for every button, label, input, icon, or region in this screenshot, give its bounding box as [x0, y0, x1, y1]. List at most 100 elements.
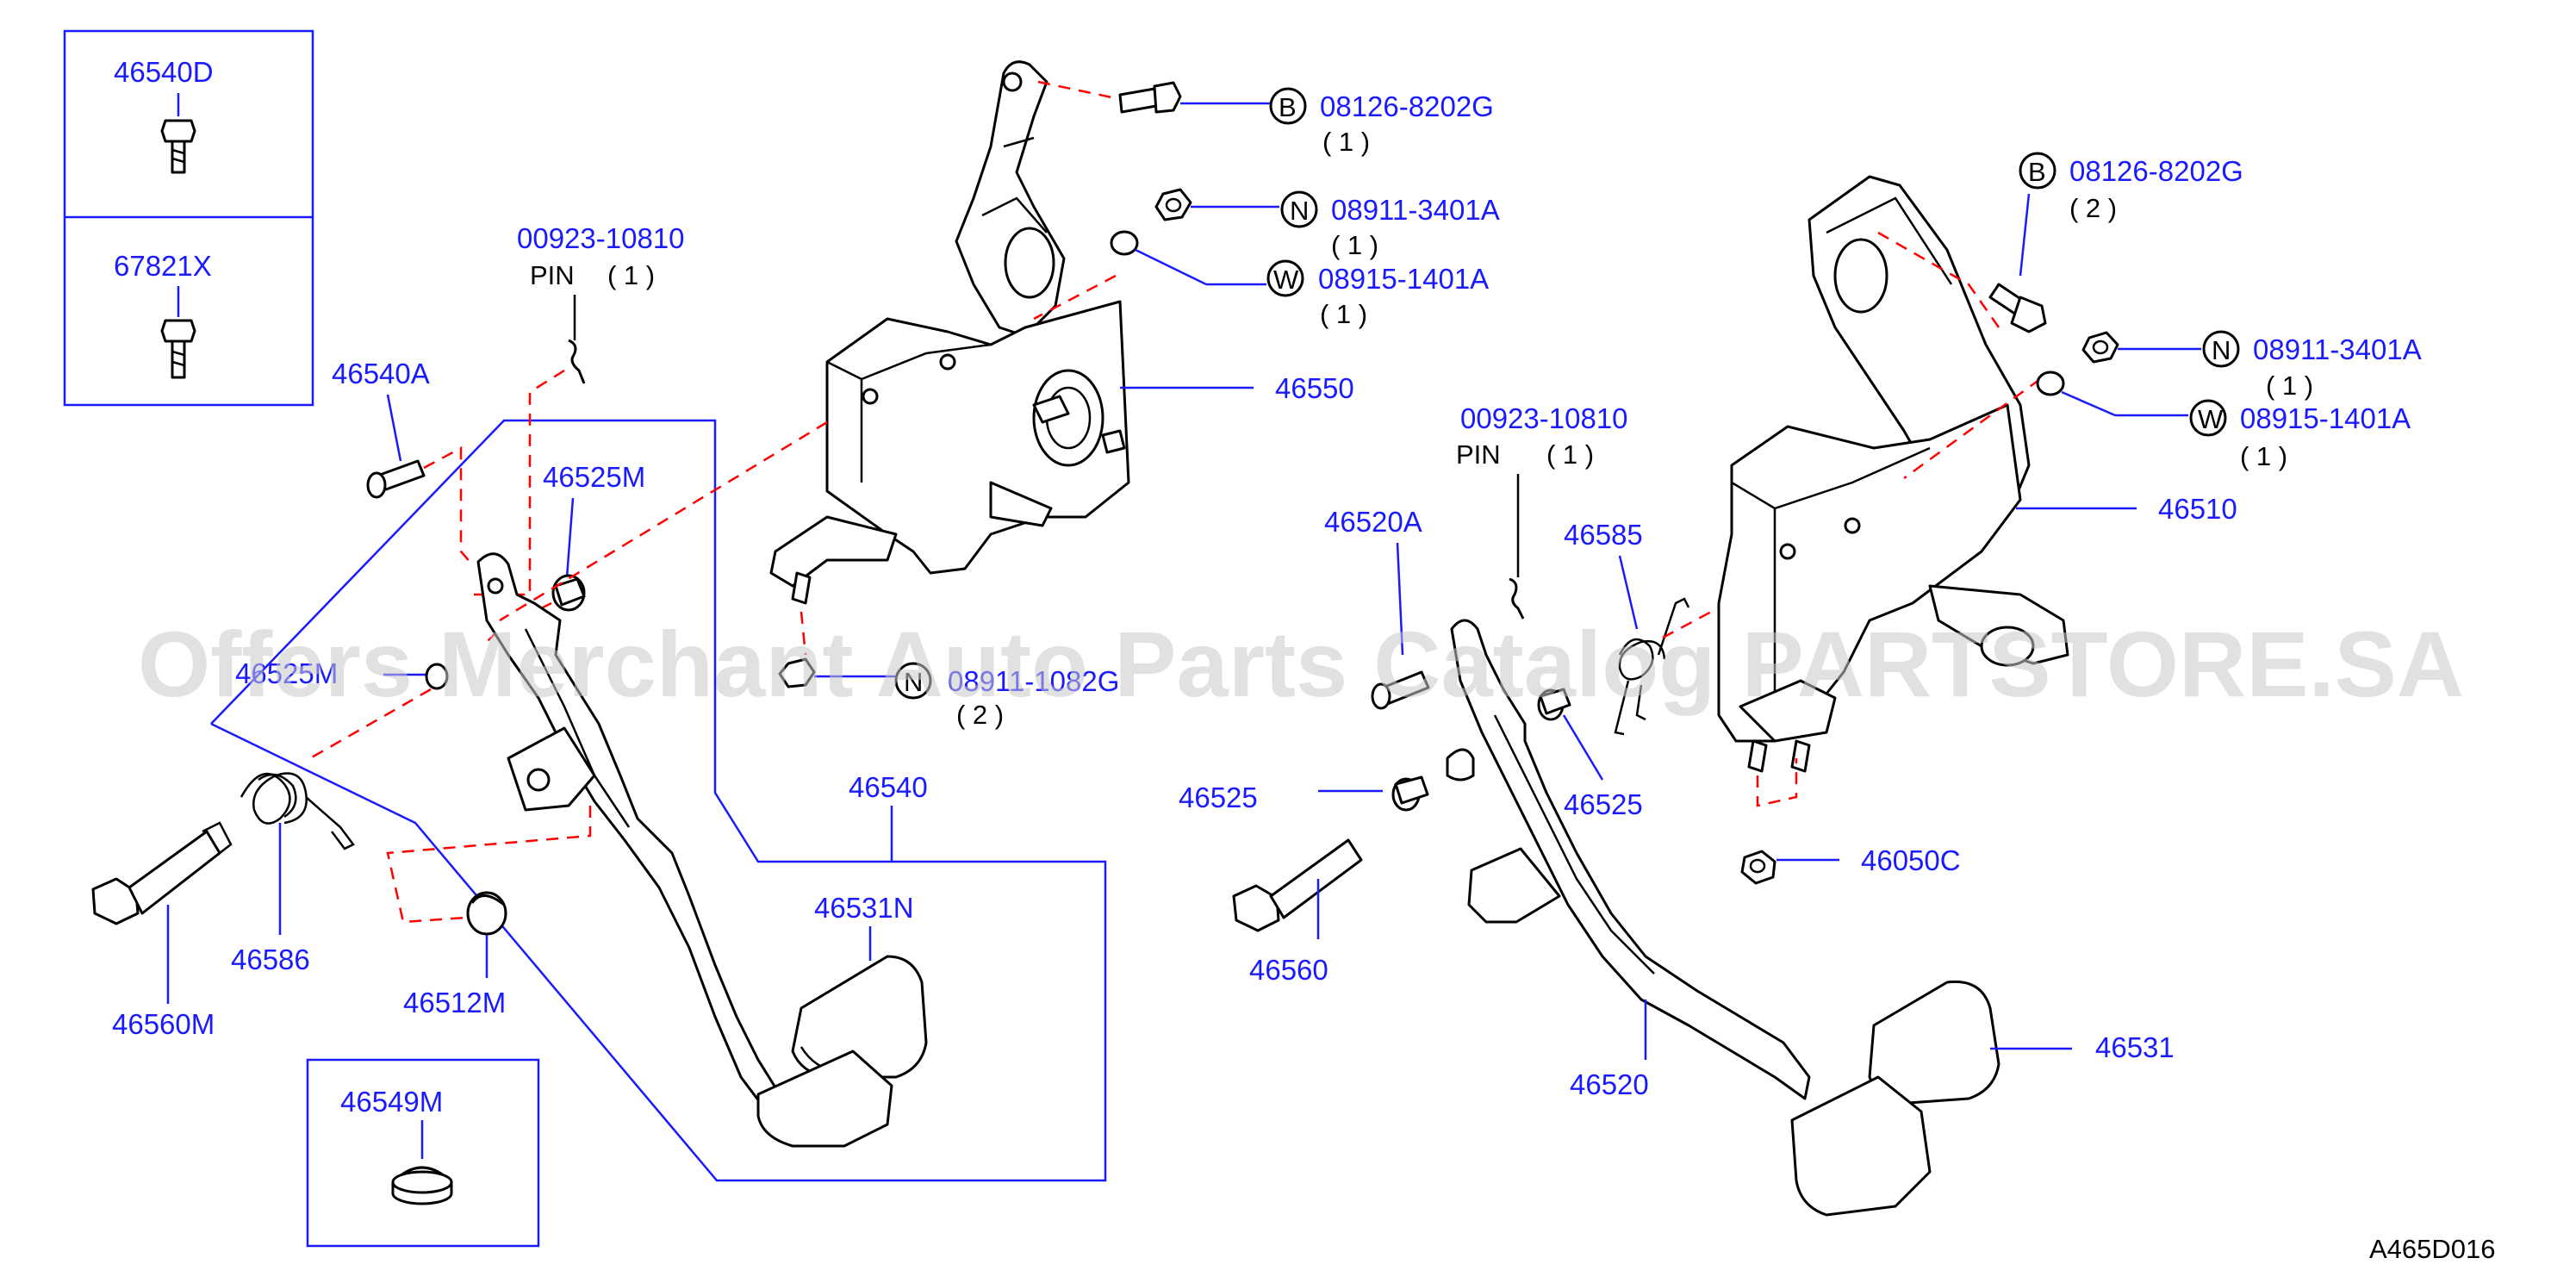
stopper-46512M-icon	[466, 891, 507, 936]
bracket-46550	[769, 60, 1130, 605]
part-46525-lower: 46525	[1179, 775, 1429, 813]
bolt-46520A-icon	[1371, 670, 1430, 710]
callout-right-B-qty: ( 2 )	[2069, 193, 2117, 223]
callout-right-B-number[interactable]: 08126-8202G	[2069, 155, 2243, 187]
label-46540A[interactable]: 46540A	[332, 358, 430, 389]
label-46586[interactable]: 46586	[231, 944, 310, 975]
callout-left-B: B 08126-8202G ( 1 )	[1037, 80, 1494, 157]
cotter-pin-right-icon	[1509, 577, 1525, 620]
box-label-46549M[interactable]: 46549M	[340, 1086, 443, 1118]
label-46525-left[interactable]: 46525	[1179, 782, 1258, 813]
nut-08911-3401A-icon	[1154, 188, 1192, 221]
pin-right-qty: ( 1 )	[1546, 439, 1594, 470]
callout-left-N2-qty: ( 2 )	[956, 700, 1004, 730]
label-46510[interactable]: 46510	[2158, 493, 2237, 525]
callout-left-N-qty: ( 1 )	[1331, 230, 1378, 260]
part-46585: 46585	[1564, 519, 1793, 736]
callout-right-W: W 08915-1401A ( 1 )	[1903, 371, 2411, 480]
box-label-67821X[interactable]: 67821X	[114, 250, 212, 282]
label-46520[interactable]: 46520	[1570, 1068, 1649, 1100]
label-46531N[interactable]: 46531N	[814, 892, 914, 924]
inset-box-46540D-67821X: 46540D 67821X	[63, 29, 314, 407]
label-46512M[interactable]: 46512M	[403, 987, 506, 1018]
callout-left-N2-letter: N	[904, 667, 923, 697]
bolt-08126-8202G-right-icon	[1988, 283, 2047, 333]
washer-08915-1401A-right-icon	[2036, 371, 2065, 396]
pin-right: 00923-10810 PIN ( 1 )	[1456, 402, 1628, 620]
callout-left-W: W 08915-1401A ( 1 )	[1033, 230, 1489, 329]
callout-left-W-qty: ( 1 )	[1320, 299, 1367, 329]
bolt-46540D-icon	[160, 93, 196, 174]
label-46540[interactable]: 46540	[849, 771, 928, 803]
nut-08911-3401A-right-icon	[2081, 331, 2119, 364]
label-46531[interactable]: 46531	[2095, 1031, 2175, 1063]
label-46550[interactable]: 46550	[1275, 372, 1354, 404]
pedal-pad-lower-icon	[756, 1049, 893, 1148]
cotter-pin-left-icon	[568, 339, 586, 384]
bolt-67821X-icon	[160, 286, 196, 379]
part-46540A: 46540A	[332, 358, 473, 565]
part-46560: 46560	[1232, 838, 1363, 986]
part-46525-upper: 46525	[1537, 688, 1643, 820]
nut-08911-1082G-icon	[778, 657, 816, 688]
callout-left-W-number[interactable]: 08915-1401A	[1318, 263, 1489, 295]
pin-left-name: PIN	[530, 260, 575, 290]
pedal-arm-46540	[476, 552, 928, 1148]
label-46585[interactable]: 46585	[1564, 519, 1643, 551]
bushing-46525M-icon	[551, 574, 586, 612]
part-46586: 46586	[231, 772, 355, 975]
part-46525M-lower: 46525M	[235, 657, 449, 760]
part-46512M: 46512M	[386, 806, 592, 1018]
callout-right-N-number[interactable]: 08911-3401A	[2253, 333, 2422, 365]
callout-left-N: N 08911-3401A ( 1 )	[1154, 188, 1500, 260]
pin-right-number[interactable]: 00923-10810	[1460, 402, 1628, 434]
callout-right-N-qty: ( 1 )	[2266, 371, 2313, 401]
washer-08915-1401A-icon	[1110, 230, 1139, 256]
washer-46525M-icon	[425, 663, 449, 690]
bolt-08126-8202G-icon	[1118, 81, 1182, 114]
part-46520A: 46520A	[1324, 506, 1430, 710]
label-46560[interactable]: 46560	[1249, 954, 1328, 986]
plug-46549M-icon	[391, 1166, 453, 1205]
spring-46586-icon	[240, 772, 355, 850]
bracket-46510	[1717, 175, 2069, 773]
label-46560M[interactable]: 46560M	[112, 1008, 215, 1040]
pin-right-name: PIN	[1456, 439, 1501, 470]
bushing-46525-lower-icon	[1391, 775, 1429, 812]
callout-right-N: N 08911-3401A ( 1 )	[2081, 330, 2422, 401]
callout-right-W-qty: ( 1 )	[2240, 441, 2287, 471]
inset-box-46549M: 46549M	[306, 1058, 540, 1248]
nut-46050C-icon	[1740, 850, 1776, 885]
part-46560M: 46560M	[91, 821, 233, 1040]
callout-left-B-letter: B	[1279, 92, 1297, 122]
callout-left-B-number[interactable]: 08126-8202G	[1320, 90, 1494, 122]
callout-left-W-letter: W	[1273, 265, 1299, 295]
callout-right-B: B 08126-8202G ( 2 )	[1877, 152, 2243, 333]
pedal-arm-46520	[1446, 619, 2000, 1217]
bushing-46525-upper-icon	[1537, 688, 1571, 721]
spring-46585-icon	[1614, 597, 1690, 736]
label-46525-right[interactable]: 46525	[1564, 788, 1643, 820]
callout-left-N-number[interactable]: 08911-3401A	[1331, 194, 1500, 226]
figure-code: A465D016	[2369, 1234, 2496, 1264]
callout-left-N2-number[interactable]: 08911-1082G	[948, 665, 1119, 697]
callout-right-W-letter: W	[2198, 404, 2224, 434]
part-46050C: 46050C	[1740, 758, 1961, 885]
callout-right-B-letter: B	[2028, 157, 2046, 187]
bolt-46560-icon	[1232, 838, 1363, 932]
label-46520A[interactable]: 46520A	[1324, 506, 1422, 538]
pin-left-number[interactable]: 00923-10810	[517, 222, 685, 254]
box-label-46540D[interactable]: 46540D	[114, 56, 214, 88]
callout-right-W-number[interactable]: 08915-1401A	[2240, 402, 2411, 434]
label-46525M[interactable]: 46525M	[543, 461, 645, 493]
watermark-text: Offers Merchant Auto Parts Catalog PARTS…	[138, 612, 2464, 716]
label-46050C[interactable]: 46050C	[1861, 844, 1961, 876]
label-46525M-lower[interactable]: 46525M	[235, 657, 338, 689]
pin-left-qty: ( 1 )	[607, 260, 655, 290]
assembly-outline-46540	[210, 419, 1107, 1182]
pedal-pad-46531N-icon	[791, 955, 928, 1079]
bolt-46540A-icon	[366, 459, 426, 499]
pedal-pad-46520-icon	[1790, 1075, 1932, 1217]
